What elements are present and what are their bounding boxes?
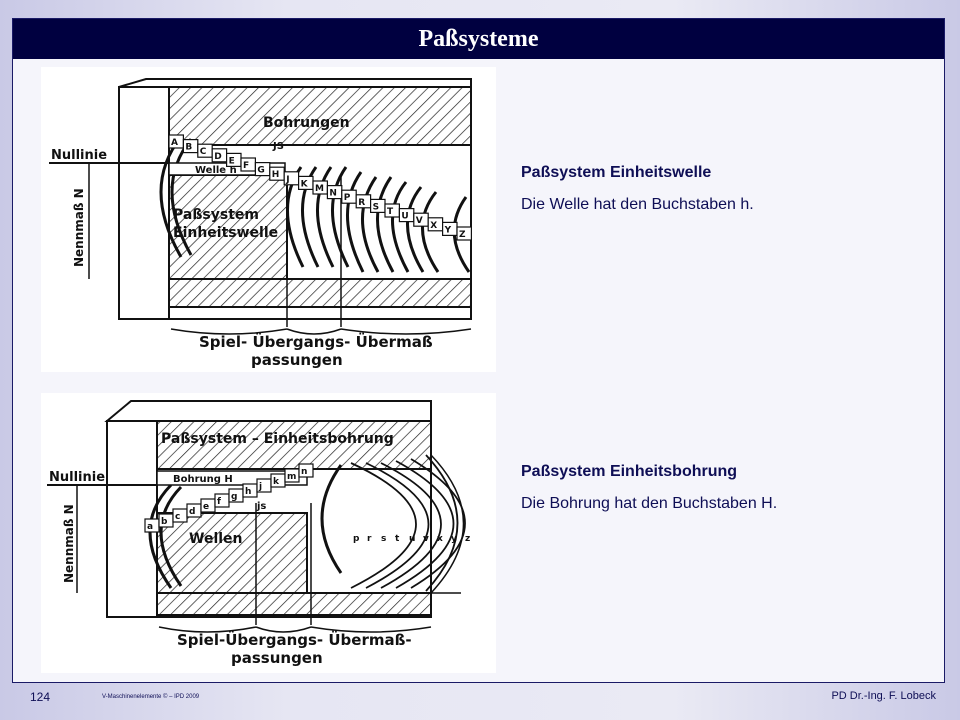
fig2-system-label: Paßsystem – Einheitsbohrung: [161, 431, 394, 447]
caption-1-heading: Paßsystem Einheitswelle: [521, 164, 712, 181]
tolerance-letter: f: [217, 497, 221, 507]
fig1-system-line1: Paßsystem: [173, 207, 259, 223]
tolerance-letter: z: [465, 534, 470, 544]
fig1-js: JS: [272, 141, 284, 152]
caption-einheitswelle: Paßsystem Einheitswelle Die Welle hat de…: [521, 164, 754, 214]
fig1-bottom-line2: passungen: [251, 351, 343, 369]
fig2-bohrung-h: Bohrung H: [173, 474, 233, 485]
tolerance-letter: C: [200, 147, 207, 157]
fig2-wellen: Wellen: [189, 531, 243, 547]
tolerance-letter: e: [203, 502, 209, 512]
tolerance-letter: c: [175, 512, 180, 522]
caption-2-text: Die Bohrung hat den Buchstaben H.: [521, 495, 778, 512]
fig1-nullinie: Nullinie: [51, 148, 107, 163]
fig1-bottom-line1: Spiel- Übergangs- Übermaß: [199, 332, 433, 351]
tolerance-letter: T: [387, 207, 394, 217]
tolerance-letter: K: [301, 179, 309, 189]
fig2-nullinie: Nullinie: [49, 470, 105, 485]
tolerance-letter: r: [367, 534, 372, 544]
tolerance-letter: y: [451, 534, 457, 544]
fig2-js: js: [256, 501, 266, 512]
tolerance-letter: j: [258, 482, 262, 492]
tolerance-letter: X: [430, 221, 437, 231]
tolerance-letter: x: [437, 534, 443, 544]
author-label: PD Dr.-Ing. F. Lobeck: [831, 690, 936, 702]
tolerance-letter: D: [214, 152, 221, 162]
fig2-bottom-line2: passungen: [231, 649, 323, 667]
fig1-nennmass: Nennmaß N: [72, 188, 86, 267]
tolerance-letter: d: [189, 507, 195, 517]
course-label: V-Maschinenelemente © – IPD 2009: [102, 694, 200, 700]
tolerance-letter: b: [161, 517, 168, 527]
tolerance-letter: R: [358, 198, 365, 208]
figure-einheitsbohrung: Nullinie Nennmaß N Paßsystem – Einheitsb…: [41, 393, 496, 673]
tolerance-letter: a: [147, 522, 153, 532]
tolerance-letter: t: [395, 534, 400, 544]
fig1-welle-h: Welle h: [195, 165, 237, 176]
slide-title: Paßsysteme: [13, 19, 944, 59]
tolerance-letter: m: [287, 472, 296, 482]
tolerance-letter: V: [416, 216, 423, 226]
tolerance-letter: U: [401, 212, 408, 222]
tolerance-letter: M: [315, 184, 324, 194]
tolerance-letter: F: [243, 161, 249, 171]
caption-einheitsbohrung: Paßsystem Einheitsbohrung Die Bohrung ha…: [521, 463, 777, 513]
tolerance-letter: B: [185, 143, 192, 153]
fig2-bottom-line1: Spiel-Übergangs- Übermaß-: [177, 630, 412, 649]
tolerance-letter: Y: [444, 225, 452, 235]
tolerance-letter: S: [373, 202, 379, 212]
tolerance-letter: s: [381, 534, 386, 544]
tolerance-letter: J: [285, 175, 289, 185]
tolerance-letter: k: [273, 477, 280, 487]
caption-1-text: Die Welle hat den Buchstaben h.: [521, 196, 754, 213]
tolerance-letter: A: [171, 138, 178, 148]
tolerance-box: [298, 463, 314, 478]
tolerance-letter: G: [257, 166, 264, 176]
fig1-system-line2: Einheitswelle: [173, 225, 278, 241]
tolerance-letter: v: [423, 534, 429, 544]
tolerance-letter: N: [329, 189, 337, 199]
tolerance-letter: h: [245, 487, 251, 497]
tolerance-letter: p: [353, 534, 360, 544]
figure-einheitswelle: Nullinie Nennmaß N Bohrungen JS Welle h …: [41, 67, 496, 372]
tolerance-letter: u: [409, 534, 415, 544]
tolerance-letter: H: [272, 170, 280, 180]
tolerance-letter: Z: [459, 230, 466, 240]
tolerance-letter: g: [231, 492, 237, 502]
tolerance-letter: n: [301, 467, 307, 477]
tolerance-letter: E: [229, 156, 235, 166]
caption-2-heading: Paßsystem Einheitsbohrung: [521, 463, 738, 480]
page-number: 124: [30, 690, 51, 704]
tolerance-letter: P: [344, 193, 351, 203]
tolerance-box: [456, 226, 472, 241]
fig1-bohrungen: Bohrungen: [263, 115, 350, 131]
fig2-nennmass: Nennmaß N: [62, 504, 76, 583]
slide: Paßsystem e: [12, 18, 945, 683]
